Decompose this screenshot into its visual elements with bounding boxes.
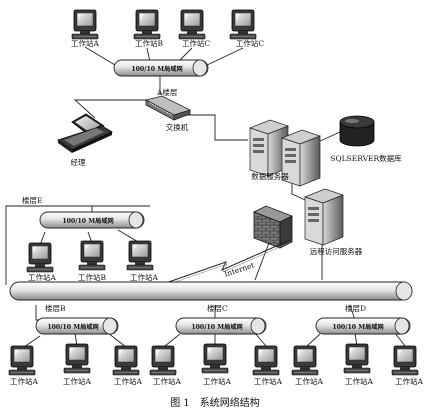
switch: A楼层 交换机 — [144, 87, 192, 132]
building-d-lan-label: 100/10 M局域网 — [332, 323, 383, 331]
building-b-lan-label: 100/10 M局域网 — [47, 323, 98, 331]
workstation-label: 工作站A — [114, 376, 142, 386]
building-b: 楼层B 100/10 M局域网 工作站A 工作站A 工作站A — [8, 303, 143, 386]
remote-server: 远程访问服务器 — [304, 188, 363, 256]
workstation-label: 工作站A — [10, 376, 38, 386]
building-b-label: 楼层B — [45, 303, 66, 313]
internet-link: Internet — [159, 239, 292, 288]
workstation-label: 工作站B — [135, 38, 163, 48]
building-c: 楼层C 100/10 M局域网 工作站A 工作站A 工作站A — [149, 303, 283, 386]
manager-label: 经理 — [71, 157, 86, 167]
workstation-label: 工作站A — [71, 38, 99, 48]
workstation-label: 工作站B — [78, 272, 106, 282]
backbone-tube — [9, 281, 413, 301]
workstation-label: 工作站C — [182, 38, 210, 48]
data-server-label: 数据服务器 — [251, 171, 289, 181]
connection-lines — [5, 46, 406, 348]
workstation-label: 工作站A — [28, 272, 56, 282]
workstation-label: 工作站C — [236, 38, 264, 48]
database-icon: SQLSERVER数据库 — [330, 115, 402, 163]
database-label: SQLSERVER数据库 — [330, 153, 402, 163]
building-e-lan-label: 100/10 M局域网 — [62, 217, 113, 225]
workstation-label: 工作站A — [254, 376, 282, 386]
building-e-label: 楼层E — [22, 195, 42, 205]
building-d: 楼层D 100/10 M局域网 工作站A 工作站A 工作站A — [291, 303, 424, 386]
workstation-label: 工作站A — [203, 376, 231, 386]
building-d-label: 楼层D — [345, 303, 366, 313]
top-lan-tube: 100/10 M局域网 — [113, 59, 209, 77]
data-server: 数据服务器 — [249, 119, 321, 187]
workstation-label: 工作站A — [395, 376, 423, 386]
building-c-label: 楼层C — [207, 303, 228, 313]
workstation-label: 工作站A — [130, 272, 158, 282]
workstation-label: 工作站A — [345, 376, 373, 386]
switch-label: 交换机 — [166, 122, 189, 132]
building-c-lan-label: 100/10 M局域网 — [191, 323, 242, 331]
figure-caption: 图 1 系统网络结构 — [170, 396, 260, 409]
workstation-label: 工作站A — [153, 376, 181, 386]
top-lan-label: 100/10 M局域网 — [131, 65, 182, 73]
top-workstations: 工作站A 工作站B 工作站C 工作站C — [71, 9, 264, 48]
remote-server-label: 远程访问服务器 — [310, 246, 363, 256]
building-e: 楼层E 100/10 M局域网 工作站A 工作站B 工作站A — [22, 195, 159, 282]
internet-label: Internet — [223, 261, 255, 279]
laptop-icon: 经理 — [57, 113, 113, 167]
workstation-label: 工作站A — [295, 376, 323, 386]
workstation-label: 工作站A — [63, 376, 91, 386]
building-a-label: A楼层 — [156, 87, 178, 97]
